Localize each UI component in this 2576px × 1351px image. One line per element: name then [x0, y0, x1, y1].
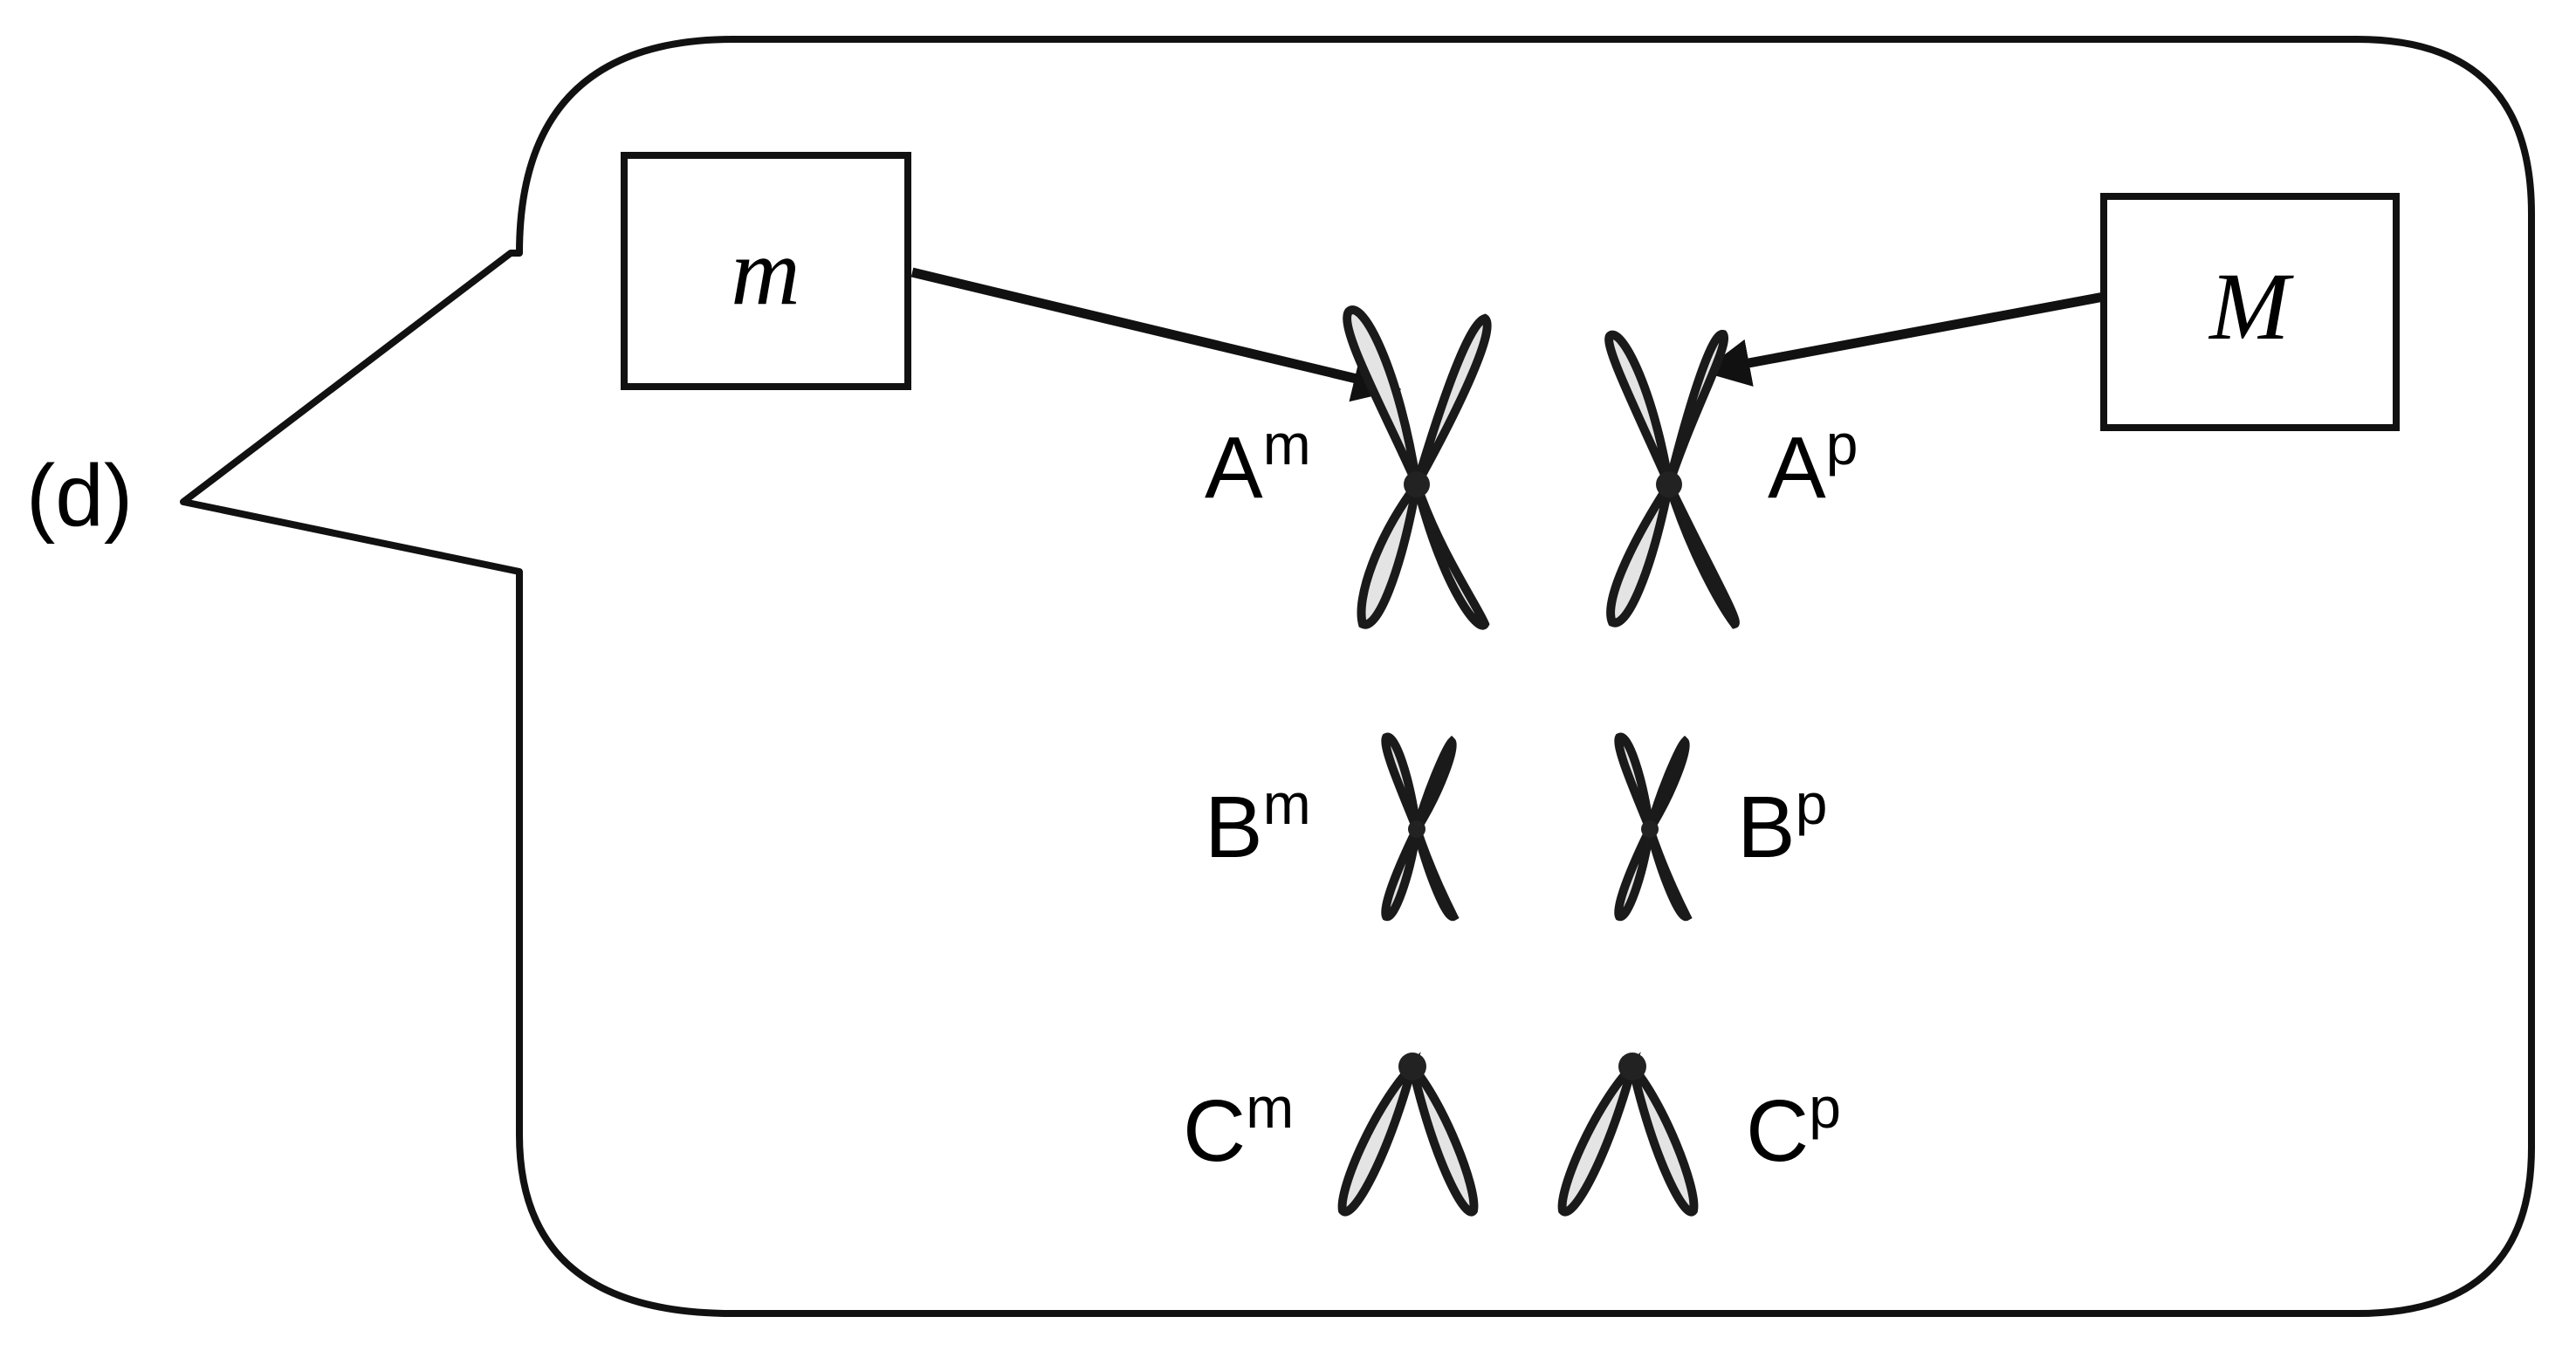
paternal-box: M: [2100, 193, 2400, 431]
paternal-arrow: [1701, 291, 2105, 387]
chromosome-a-maternal: [1343, 305, 1492, 630]
label-a-maternal: Am: [1205, 412, 1311, 517]
label-a-paternal: Ap: [1768, 412, 1858, 517]
maternal-arrow: [910, 267, 1402, 402]
label-b-maternal: Bm: [1205, 772, 1311, 876]
panel-label: (d): [26, 447, 133, 545]
chromosome-c-paternal: [1557, 1052, 1699, 1217]
label-c-paternal: Cp: [1746, 1075, 1841, 1180]
chromosome-b-paternal: [1614, 732, 1693, 921]
label-b-paternal: Bp: [1737, 772, 1827, 876]
maternal-box: m: [621, 152, 911, 390]
maternal-box-label: m: [731, 218, 800, 325]
chromosome-b-maternal: [1381, 732, 1460, 921]
chromosome-c-maternal: [1337, 1052, 1479, 1217]
paternal-box-label: M: [2208, 253, 2294, 360]
chromosome-a-paternal: [1604, 330, 1740, 629]
label-c-maternal: Cm: [1183, 1075, 1294, 1180]
